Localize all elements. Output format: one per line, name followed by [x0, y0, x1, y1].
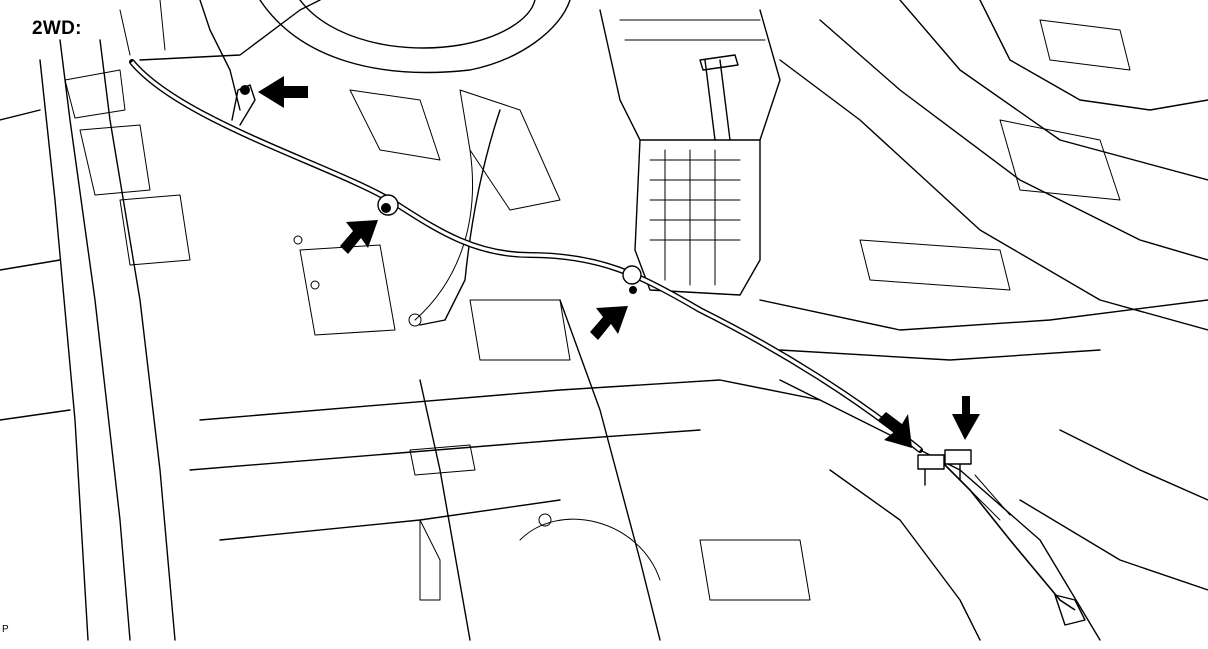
right-floor-structure — [759, 0, 1208, 361]
arrow-down-icon — [952, 396, 980, 440]
variant-label: 2WD: — [32, 18, 82, 39]
arrow-down-right-icon — [878, 412, 912, 448]
bolt-mid-left — [377, 194, 399, 216]
arrow-left-icon — [258, 76, 308, 108]
arrow-up-right-icon — [340, 220, 378, 254]
arrow-up-right-icon — [590, 306, 628, 340]
bolt-mid-right — [622, 265, 642, 294]
center-console-shifter — [599, 9, 781, 296]
floor-tunnel — [189, 149, 1208, 641]
bolt-upper — [231, 84, 256, 126]
steering-column-area — [259, 0, 571, 326]
parking-brake-cable — [129, 59, 1086, 626]
cable-clamp-rear — [917, 449, 972, 486]
figure-code: P — [2, 624, 9, 635]
left-pillar-structure — [0, 0, 321, 641]
